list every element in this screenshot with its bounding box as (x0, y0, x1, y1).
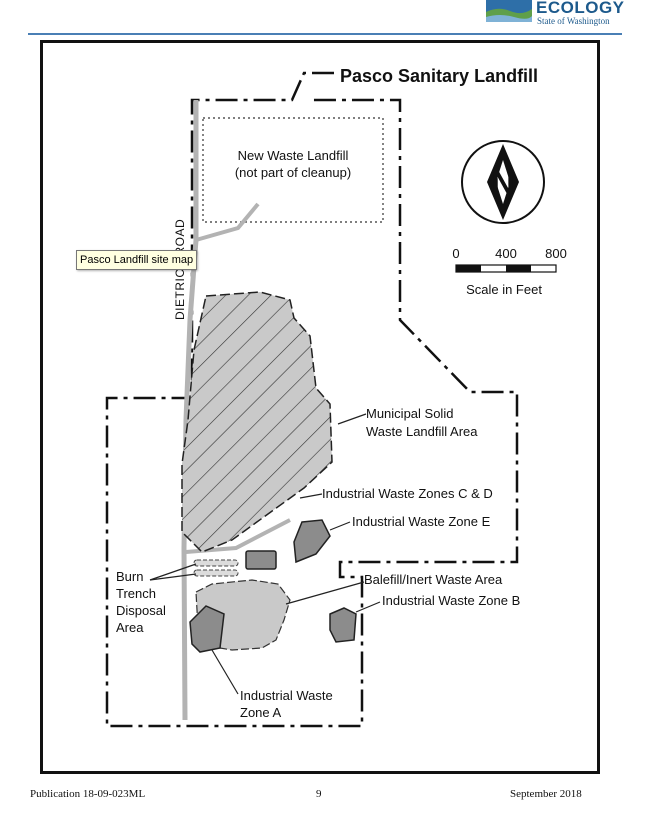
agency-name: ECOLOGY (536, 0, 625, 17)
new-landfill-label-1: New Waste Landfill (238, 148, 349, 163)
industrial-waste-zone-b (329, 607, 357, 643)
header-divider (28, 33, 622, 35)
msw-label-2: Waste Landfill Area (366, 424, 478, 439)
zone-cd-label: Industrial Waste Zones C & D (322, 486, 493, 501)
msw-label-1: Municipal Solid (366, 406, 453, 421)
zone-b-label: Industrial Waste Zone B (382, 593, 520, 608)
zone-a-label-2: Zone A (240, 705, 282, 720)
agency-subtitle: State of Washington (537, 16, 610, 26)
scale-caption: Scale in Feet (466, 282, 542, 297)
site-boundary (105, 71, 519, 728)
industrial-waste-zones-c-d (245, 550, 277, 570)
scale-tick-0: 0 (452, 246, 459, 261)
burn-label-3: Disposal (116, 603, 166, 618)
scale-tick-800: 800 (545, 246, 567, 261)
north-label: N (491, 165, 514, 201)
municipal-solid-waste-landfill (181, 291, 333, 553)
map-title: Pasco Sanitary Landfill (340, 66, 538, 86)
zone-e-label: Industrial Waste Zone E (352, 514, 491, 529)
dietrich-road (181, 100, 199, 721)
access-road-north (195, 202, 260, 242)
zone-a-label-1: Industrial Waste (240, 688, 333, 703)
burn-label-4: Area (116, 620, 144, 635)
burn-trench-2 (193, 569, 239, 577)
burn-label-2: Trench (116, 586, 156, 601)
leader-lines (149, 413, 381, 695)
balefill-label: Balefill/Inert Waste Area (364, 572, 503, 587)
scale-bar (455, 264, 557, 273)
ecology-logo-icon (486, 0, 532, 22)
scale-tick-400: 400 (495, 246, 517, 261)
publication-date: September 2018 (510, 788, 582, 800)
new-waste-landfill-area (202, 117, 384, 223)
publication-number: Publication 18-09-023ML (30, 788, 146, 800)
industrial-waste-zone-a (189, 605, 225, 653)
map-tooltip: Pasco Landfill site map (76, 250, 198, 270)
new-landfill-label-2: (not part of cleanup) (235, 165, 351, 180)
north-arrow-icon (461, 140, 545, 224)
burn-trench-1 (193, 559, 239, 567)
burn-label-1: Burn (116, 569, 143, 584)
page-number: 9 (316, 788, 322, 800)
industrial-waste-zone-e (293, 519, 331, 564)
